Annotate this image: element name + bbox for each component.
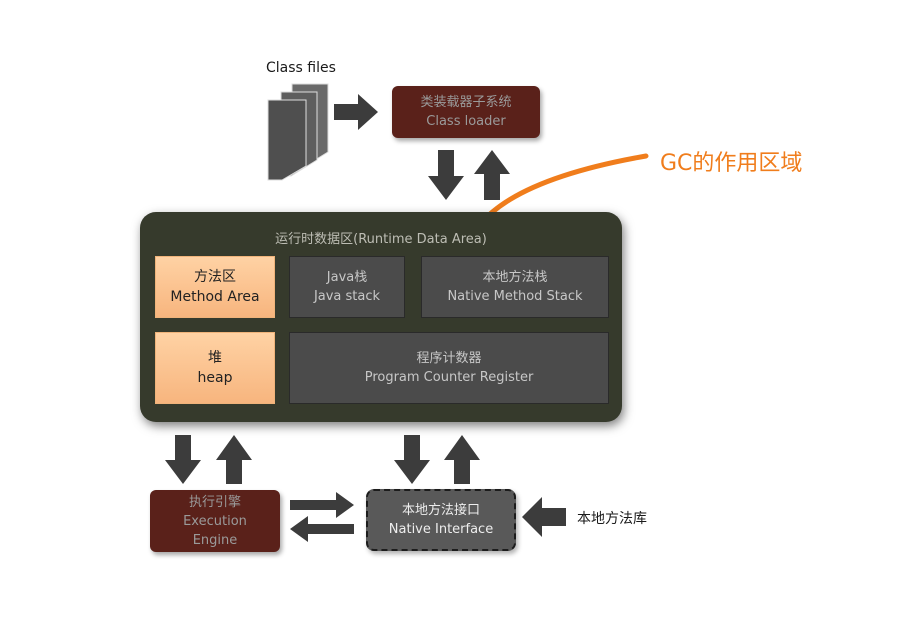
execution-engine-en-2: Engine	[192, 532, 238, 548]
arrow-runtime-to-engine	[165, 435, 201, 484]
method-area-en: Method Area	[170, 289, 260, 305]
runtime-data-area-title: 运行时数据区(Runtime Data Area)	[275, 232, 487, 247]
class-loader-box: 类装载器子系统 Class loader	[392, 86, 540, 138]
gc-area-label: GC的作用区域	[660, 151, 803, 176]
class-loader-en: Class loader	[426, 114, 506, 129]
native-interface-en: Native Interface	[388, 522, 494, 537]
execution-engine-cn: 执行引擎	[188, 494, 241, 510]
class-files-label: Class files	[266, 60, 336, 76]
arrow-files-to-loader	[334, 94, 378, 130]
native-interface-box: 本地方法接口 Native Interface	[366, 489, 516, 551]
execution-engine-box: 执行引擎 Execution Engine	[150, 490, 280, 552]
native-method-stack-en: Native Method Stack	[447, 289, 583, 304]
arrow-runtime-to-native	[394, 435, 430, 484]
class-files-icon	[267, 83, 329, 181]
program-counter-box: 程序计数器 Program Counter Register	[289, 332, 609, 404]
heap-en: heap	[197, 370, 233, 386]
method-area-cn: 方法区	[194, 269, 236, 285]
execution-engine-en-1: Execution	[183, 513, 247, 529]
method-area-box: 方法区 Method Area	[155, 256, 275, 318]
arrow-library-to-native	[522, 497, 566, 537]
heap-box: 堆 heap	[155, 332, 275, 404]
arrow-engine-to-runtime	[216, 435, 252, 484]
arrow-engine-to-native	[290, 492, 354, 518]
arrow-runtime-to-loader	[474, 150, 510, 200]
arrow-loader-to-runtime	[428, 150, 464, 200]
native-method-stack-box: 本地方法栈 Native Method Stack	[421, 256, 609, 318]
native-library-label: 本地方法库	[577, 511, 647, 527]
java-stack-en: Java stack	[313, 289, 381, 304]
heap-cn: 堆	[208, 350, 222, 366]
program-counter-en: Program Counter Register	[364, 370, 534, 385]
java-stack-cn: Java栈	[326, 270, 368, 285]
arrow-native-to-engine	[290, 516, 354, 542]
arrow-native-to-runtime	[444, 435, 480, 484]
class-loader-cn: 类装载器子系统	[420, 95, 512, 110]
native-method-stack-cn: 本地方法栈	[482, 270, 548, 285]
native-interface-cn: 本地方法接口	[401, 503, 480, 518]
java-stack-box: Java栈 Java stack	[289, 256, 405, 318]
program-counter-cn: 程序计数器	[416, 351, 482, 366]
